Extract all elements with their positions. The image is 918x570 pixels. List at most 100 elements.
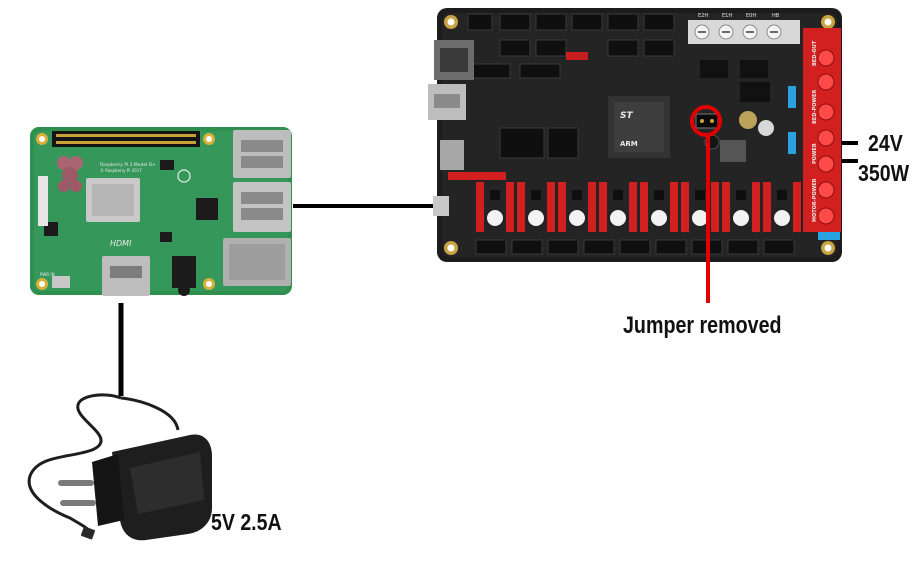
controller-red-header — [566, 52, 588, 60]
pi-copyright-silk: © Raspberry Pi 2017 — [100, 168, 142, 173]
pi-silk-logo-icon — [177, 169, 191, 183]
controller-chip — [720, 140, 746, 162]
fan-label-hb: HB — [772, 13, 780, 19]
motor-connector — [763, 239, 795, 255]
controller-header — [643, 39, 675, 57]
fuse-blue — [788, 86, 796, 108]
driver-socket-rail — [517, 182, 525, 232]
driver-socket-rail — [476, 182, 484, 232]
driver-capacitor — [731, 208, 751, 228]
pi-pwr-silk: PWR IN — [40, 272, 55, 277]
controller-header — [499, 13, 531, 31]
driver-socket-rail — [547, 182, 555, 232]
driver-header — [490, 190, 500, 200]
pi-display-connector — [38, 176, 48, 226]
controller-header — [571, 13, 603, 31]
driver-socket-rail — [670, 182, 678, 232]
controller-inductor — [739, 111, 757, 129]
controller-header — [547, 127, 579, 159]
controller-capacitor — [758, 120, 774, 136]
driver-socket-rail — [681, 182, 689, 232]
controller-chip — [740, 82, 770, 102]
driver-socket-rail — [588, 182, 596, 232]
driver-header — [613, 190, 623, 200]
driver-socket-rail — [793, 182, 801, 232]
pi-ethernet-controller — [196, 198, 218, 220]
driver-capacitor — [649, 208, 669, 228]
terminal-screw — [817, 49, 835, 67]
mcu-core-label: ARM — [620, 140, 638, 148]
stepper-driver-slots — [448, 172, 801, 232]
controller-header — [607, 13, 639, 31]
charger-cable — [27, 393, 122, 533]
driver-capacitor — [608, 208, 628, 228]
controller-header — [469, 63, 511, 79]
controller-chip — [740, 60, 768, 78]
driver-socket-rail — [629, 182, 637, 232]
pi-audio-jack[interactable] — [172, 256, 196, 288]
pi-model-silk: Raspberry Pi 3 Model B+ — [100, 162, 156, 168]
jumper-pins — [695, 113, 719, 129]
controller-sd-slot[interactable] — [440, 140, 464, 170]
driver-header — [777, 190, 787, 200]
controller-header — [607, 39, 639, 57]
driver-socket-rail — [506, 182, 514, 232]
pi-power-port[interactable] — [52, 276, 70, 288]
driver-socket-rail — [711, 182, 719, 232]
driver-capacitor — [526, 208, 546, 228]
pi-gpio-header — [52, 131, 200, 147]
motor-connector — [475, 239, 507, 255]
driver-header — [736, 190, 746, 200]
motor-connector — [511, 239, 543, 255]
terminal-label-bed-power: BED-POWER — [812, 90, 818, 124]
motor-connector — [655, 239, 687, 255]
terminal-screw — [817, 155, 835, 173]
terminal-screw — [817, 207, 835, 225]
controller-header — [643, 13, 675, 31]
terminal-screw — [817, 73, 835, 91]
psu-power-label: 350W — [858, 161, 910, 187]
terminal-screw — [817, 181, 835, 199]
motor-connector — [727, 239, 759, 255]
controller-header — [499, 127, 545, 159]
charger-prong — [60, 500, 96, 506]
fan-label-e0h: E0H — [746, 13, 756, 19]
raspberry-logo-icon — [57, 156, 83, 192]
driver-capacitor — [772, 208, 792, 228]
terminal-label-bed-out: BED-OUT — [812, 40, 818, 66]
driver-socket-rail — [752, 182, 760, 232]
charger-plug-side — [92, 454, 124, 526]
bottom-connectors — [475, 239, 795, 255]
controller-board: E2H E1H E0H HB ST ARM — [428, 8, 842, 262]
terminal-screw — [817, 129, 835, 147]
raspberry-pi-board: Raspberry Pi 3 Model B+ © Raspberry Pi 2… — [30, 127, 292, 296]
terminal-label-power: POWER — [812, 143, 818, 164]
motor-connector — [619, 239, 651, 255]
pi-usb-port[interactable] — [233, 182, 291, 232]
fan-label-e1h: E1H — [722, 13, 732, 19]
mcu-brand-label: ST — [620, 111, 633, 121]
psu-voltage-label: 24V — [868, 131, 903, 157]
driver-socket-rail — [558, 182, 566, 232]
controller-header — [467, 13, 493, 31]
driver-header — [531, 190, 541, 200]
charger-prong — [58, 480, 94, 486]
controller-header — [499, 39, 531, 57]
charger-rating-label: 5V 2.5A — [211, 510, 282, 536]
controller-micro-usb[interactable] — [433, 196, 449, 216]
terminal-label-motor-power: MOTOR-POWER — [812, 178, 818, 222]
motor-connector — [547, 239, 579, 255]
driver-capacitor — [485, 208, 505, 228]
driver-header — [695, 190, 705, 200]
power-adapter-icon — [27, 393, 212, 541]
driver-header — [572, 190, 582, 200]
terminal-screw — [817, 103, 835, 121]
driver-socket-rail — [722, 182, 730, 232]
pi-usb-port[interactable] — [233, 130, 291, 178]
fuse-blue — [788, 132, 796, 154]
motor-connector — [583, 239, 615, 255]
charger-micro-usb-plug — [80, 526, 96, 540]
fuse-blue — [818, 232, 840, 240]
driver-socket-rail — [640, 182, 648, 232]
